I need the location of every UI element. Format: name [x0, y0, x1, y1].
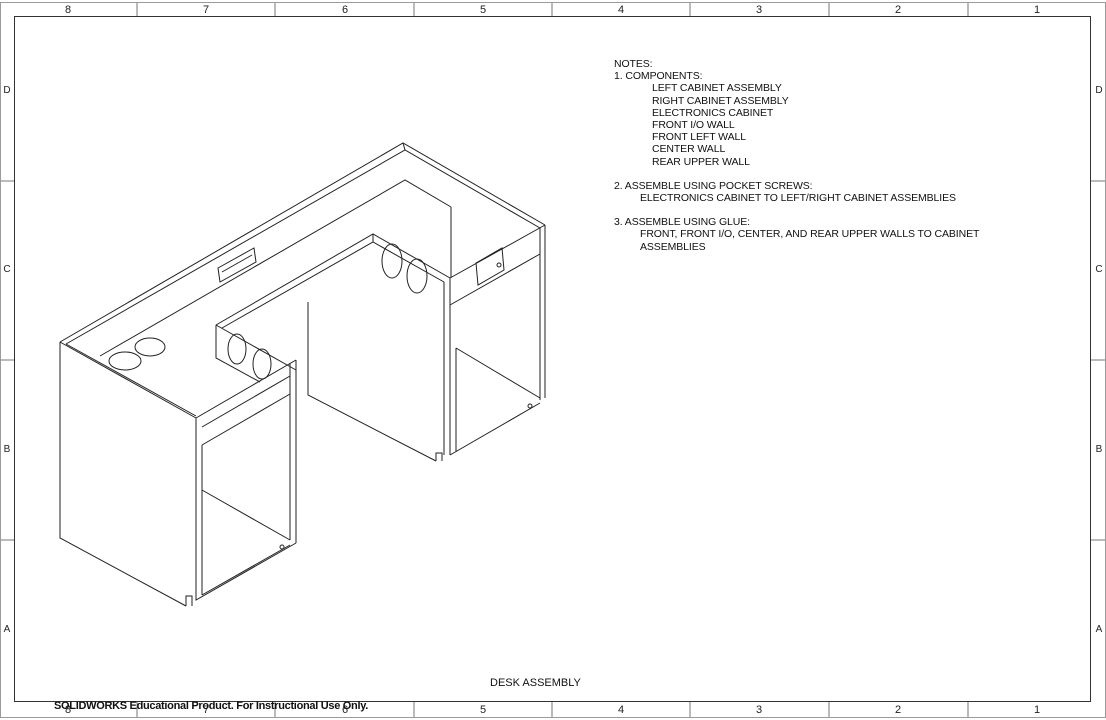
zone-row-label: D: [1095, 85, 1103, 96]
zone-col-label: 7: [202, 704, 210, 716]
zone-col-label: 2: [894, 704, 902, 716]
note-3-line: FRONT, FRONT I/O, CENTER, AND REAR UPPER…: [640, 228, 980, 241]
zone-col-label: 7: [202, 4, 210, 16]
zone-col-label: 4: [617, 704, 625, 716]
zone-col-label: 6: [341, 704, 349, 716]
note-3-line: ASSEMBLIES: [640, 240, 706, 253]
educational-watermark: SOLIDWORKS Educational Product. For Inst…: [54, 700, 368, 712]
zone-col-label: 6: [341, 4, 349, 16]
zone-row-label: C: [1095, 264, 1103, 275]
zone-row-label: B: [3, 444, 11, 455]
zone-col-label: 5: [479, 4, 487, 16]
zone-col-label: 3: [755, 4, 763, 16]
zone-col-label: 4: [617, 4, 625, 16]
component-item: FRONT I/O WALL: [652, 119, 735, 132]
zone-col-label: 8: [64, 704, 72, 716]
notes-block: NOTES: 1. COMPONENTS: LEFT CABINET ASSEM…: [614, 58, 979, 253]
note-3-title: 3. ASSEMBLE USING GLUE:: [614, 216, 750, 229]
component-item: LEFT CABINET ASSEMBLY: [652, 82, 782, 95]
zone-row-label: A: [3, 624, 11, 635]
zone-row-label: C: [3, 264, 11, 275]
zone-col-label: 1: [1033, 4, 1041, 16]
zone-row-label: A: [1095, 624, 1103, 635]
zone-col-label: 8: [64, 4, 72, 16]
note-2-line: ELECTRONICS CABINET TO LEFT/RIGHT CABINE…: [640, 192, 956, 205]
note-2-title: 2. ASSEMBLE USING POCKET SCREWS:: [614, 179, 813, 192]
zone-col-label: 5: [479, 704, 487, 716]
component-item: ELECTRONICS CABINET: [652, 106, 774, 119]
component-item: FRONT LEFT WALL: [652, 131, 746, 144]
zone-row-label: B: [1095, 444, 1103, 455]
zone-col-label: 3: [755, 704, 763, 716]
notes-heading: NOTES:: [614, 58, 653, 70]
component-item: RIGHT CABINET ASSEMBLY: [652, 94, 789, 107]
component-item: REAR UPPER WALL: [652, 155, 750, 168]
note-1-title: 1. COMPONENTS:: [614, 70, 703, 83]
zone-row-label: D: [3, 85, 11, 96]
zone-col-label: 1: [1033, 704, 1041, 716]
zone-col-label: 2: [894, 4, 902, 16]
component-item: CENTER WALL: [652, 143, 726, 156]
drawing-title: DESK ASSEMBLY: [490, 677, 581, 689]
